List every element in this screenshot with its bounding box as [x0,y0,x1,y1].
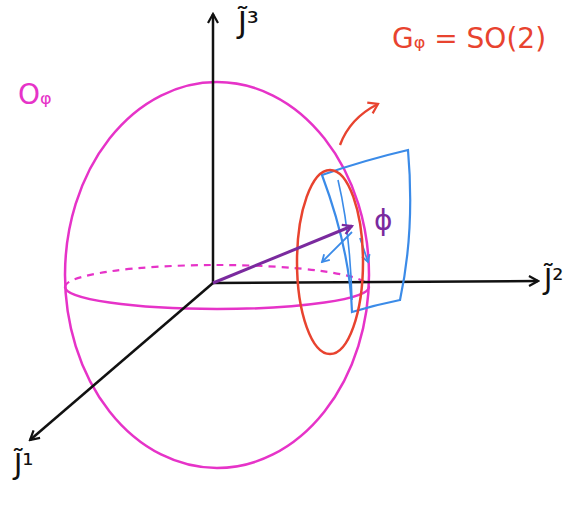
stabilizer-circle [297,170,363,354]
point-label: ϕ [372,206,394,237]
phi-vector [213,226,352,283]
equator-front [65,287,369,309]
orbit-sphere [65,82,369,468]
group-label: Gᵩ = SO(2) [392,24,546,55]
axis-label: J̃¹ [14,450,33,481]
orbit-label: Oᵩ [18,80,52,111]
stabilizer-pointer [340,104,378,145]
axis-1 [30,283,213,440]
axis-2 [213,281,538,283]
axis-3 [212,14,215,283]
axis-label: J̃³ [238,6,259,39]
axis-label: J̃² [544,265,563,296]
tangent-patch [322,150,410,312]
